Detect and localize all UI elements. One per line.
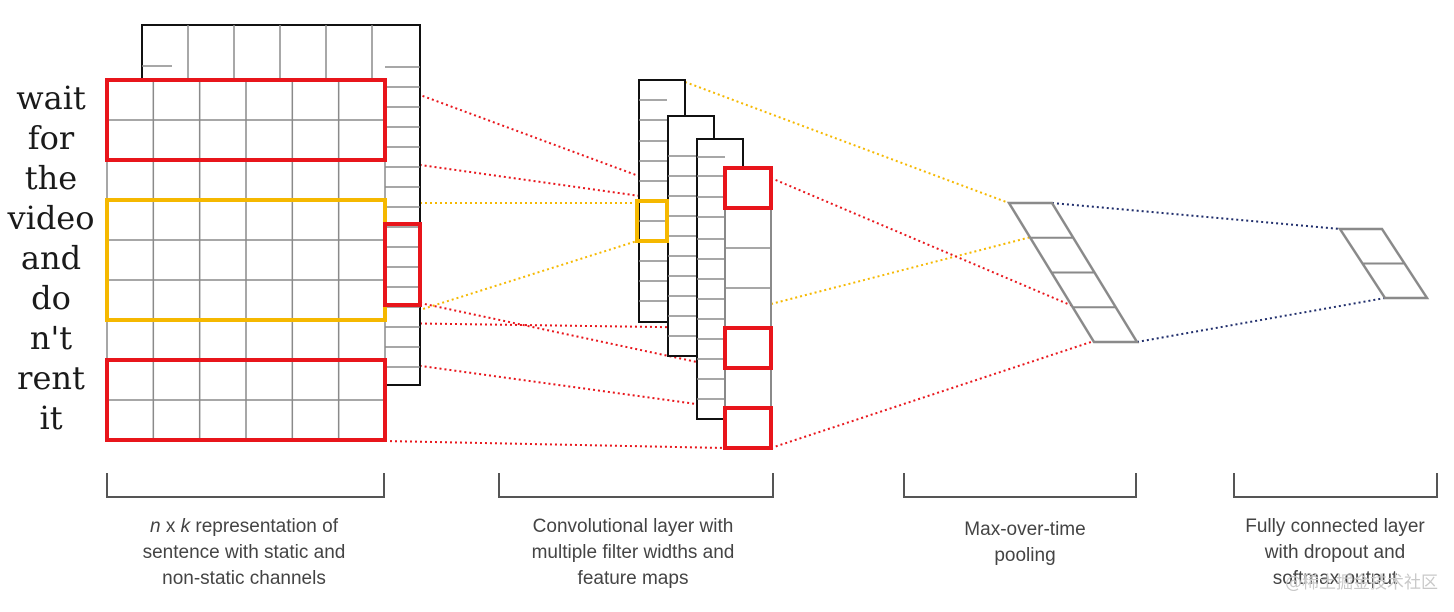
- word-0: wait: [16, 79, 86, 117]
- feature-map-3-outline: [724, 167, 772, 449]
- section-captions: n x k representation of sentence with sta…: [143, 516, 1426, 589]
- caption-line: Max-over-time: [964, 519, 1085, 540]
- caption-line: non-static channels: [162, 568, 326, 589]
- caption-line: sentence with static and: [143, 542, 346, 563]
- feature-maps: [635, 79, 773, 450]
- caption-segment: representation of: [190, 516, 339, 537]
- caption-fully-connected: Fully connected layer with dropout and sof…: [1245, 516, 1425, 589]
- connection-line: [419, 302, 726, 369]
- fully-connected-layer: [1337, 227, 1430, 300]
- connection-line: [384, 81, 726, 209]
- caption-line: feature maps: [578, 568, 689, 589]
- caption-pooling: Max-over-time pooling: [964, 519, 1085, 566]
- connection-line: [770, 177, 1076, 308]
- caption-representation: n x k representation of sentence with sta…: [143, 516, 346, 589]
- caption-line: pooling: [994, 545, 1055, 566]
- word-2: the: [25, 159, 77, 197]
- word-7: rent: [17, 359, 85, 397]
- connection-line: [1136, 297, 1386, 343]
- word-4: and: [21, 239, 81, 277]
- caption-line: with dropout and: [1264, 542, 1406, 563]
- filter-window-red-back: [383, 222, 422, 307]
- filter-window-red-bottom: [105, 358, 387, 442]
- caption-segment: k: [181, 516, 192, 537]
- section-bracket-1: [498, 473, 774, 498]
- caption-line: softmax output: [1273, 568, 1398, 589]
- feature-map-yellow-cell: [635, 199, 669, 243]
- caption-segment: x: [161, 516, 181, 537]
- watermark: @稀土掘金技术社区: [1285, 573, 1438, 593]
- connection-line: [384, 440, 726, 449]
- word-8: it: [39, 399, 62, 437]
- caption-convolution: Convolutional layer with multiple filter …: [532, 516, 735, 589]
- connection-line: [770, 340, 1095, 449]
- caption-line: n x k representation of: [150, 516, 339, 537]
- connection-line: [384, 240, 638, 322]
- feature-map-red-cell-1: [723, 326, 773, 370]
- connection-line: [384, 322, 726, 329]
- caption-line: multiple filter widths and: [532, 542, 735, 563]
- caption-line: Fully connected layer: [1245, 516, 1425, 537]
- feature-map-red-cell-2: [723, 406, 773, 450]
- word-1: for: [28, 119, 75, 157]
- section-bracket-2: [903, 473, 1137, 498]
- section-brackets: [106, 473, 1438, 498]
- caption-segment: n: [150, 516, 161, 537]
- connection-line: [770, 236, 1032, 305]
- word-6: n't: [30, 319, 72, 357]
- filter-window-red-top: [105, 78, 387, 162]
- connection-lines: [384, 81, 1386, 449]
- caption-segment: non-static channels: [162, 568, 326, 589]
- feature-map-red-cell-0: [723, 166, 773, 210]
- section-bracket-0: [106, 473, 385, 498]
- sentence-matrix: [105, 24, 422, 442]
- caption-line: Convolutional layer with: [533, 516, 734, 537]
- word-5: do: [31, 279, 71, 317]
- connection-line: [384, 360, 726, 409]
- connection-line: [1051, 202, 1341, 230]
- section-bracket-3: [1233, 473, 1438, 498]
- pooling-layer: [1006, 201, 1140, 344]
- word-3: video: [7, 199, 95, 237]
- caption-segment: sentence with static and: [143, 542, 346, 563]
